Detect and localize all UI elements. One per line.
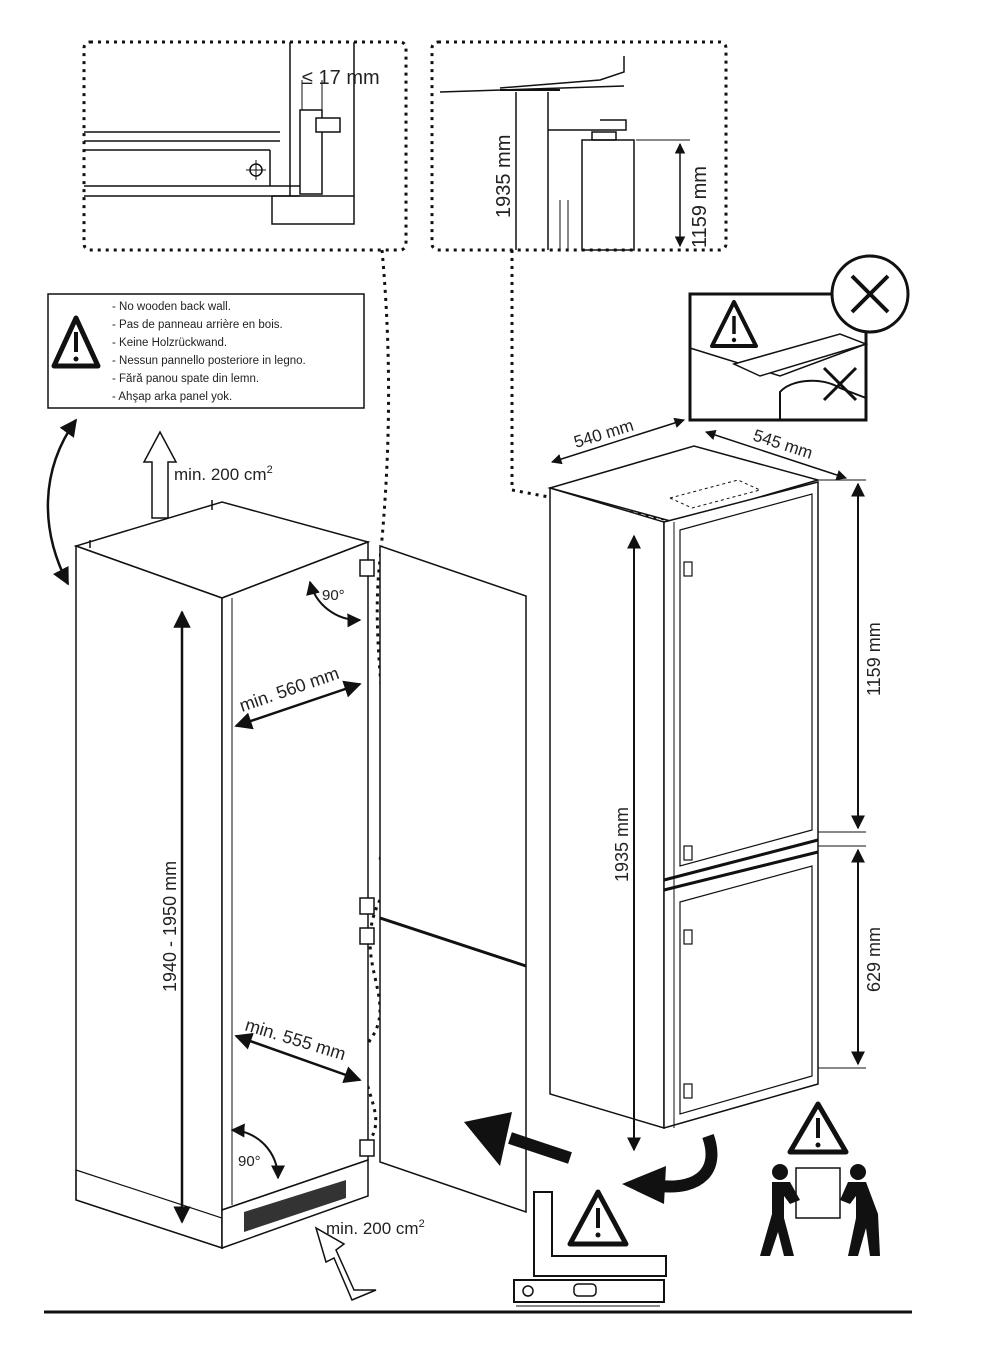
appliance	[547, 417, 866, 1152]
vent-bottom-label: min. 200 cm2	[326, 1218, 425, 1238]
warning-line: - Ahşap arka panel yok.	[112, 391, 233, 403]
move-arrow-icon	[464, 1112, 572, 1166]
height-range-label: 1940 - 1950 mm	[160, 861, 180, 992]
vent-up-arrow-icon	[142, 430, 178, 519]
detail-height-total-label: 1935 mm	[493, 135, 515, 218]
appliance-upper-height-label: 1159 mm	[864, 622, 884, 696]
warning-icon	[787, 1101, 849, 1155]
warning-icon	[567, 1189, 629, 1247]
rotate-arrow-icon	[622, 1134, 718, 1204]
leader-line-hinge-lower	[362, 899, 382, 1141]
prohibited-icon	[830, 254, 910, 334]
detail-heights: 1935 mm 1159 mm	[430, 40, 728, 252]
warning-line: - No wooden back wall.	[112, 301, 231, 313]
two-person-lift-icon	[760, 1164, 880, 1256]
leader-line-height	[510, 250, 671, 522]
warning-text-block: - No wooden back wall. - Pas de panneau …	[112, 298, 367, 406]
warning-icon	[710, 300, 758, 348]
vent-in-arrow-icon	[314, 1226, 377, 1301]
hinge-icon	[359, 927, 375, 945]
appliance-lower-height-label: 629 mm	[864, 927, 884, 992]
hinge-gap-label: ≤ 17 mm	[302, 67, 380, 89]
angle-top-label: 90°	[322, 587, 345, 604]
vent-top-label: min. 200 cm2	[174, 464, 273, 484]
hinge-icon	[359, 1139, 375, 1157]
detail-hinge-gap: ≤ 17 mm	[82, 40, 408, 252]
warning-line: - Fără panou spate din lemn.	[112, 373, 260, 385]
warning-line: - Keine Holzrückwand.	[112, 337, 228, 349]
cabinet-niche	[73, 430, 527, 1301]
prohibited-detail	[688, 254, 910, 422]
angle-bottom-label: 90°	[238, 1153, 261, 1170]
hinge-icon	[359, 559, 375, 577]
detail-height-upper-label: 1159 mm	[689, 166, 711, 248]
plinth-vent-grille	[244, 1180, 346, 1232]
spirit-level-icon	[513, 1191, 667, 1307]
back-wall-arrow	[46, 418, 78, 586]
appliance-width-label: 540 mm	[572, 416, 636, 452]
warning-icon	[51, 315, 101, 369]
warning-line: - Pas de panneau arrière en bois.	[112, 319, 283, 331]
appliance-total-height-label: 1935 mm	[612, 807, 632, 882]
hinge-icon	[359, 897, 375, 915]
warning-panel	[47, 293, 365, 409]
warning-line: - Nessun pannello posteriore in legno.	[112, 355, 306, 367]
